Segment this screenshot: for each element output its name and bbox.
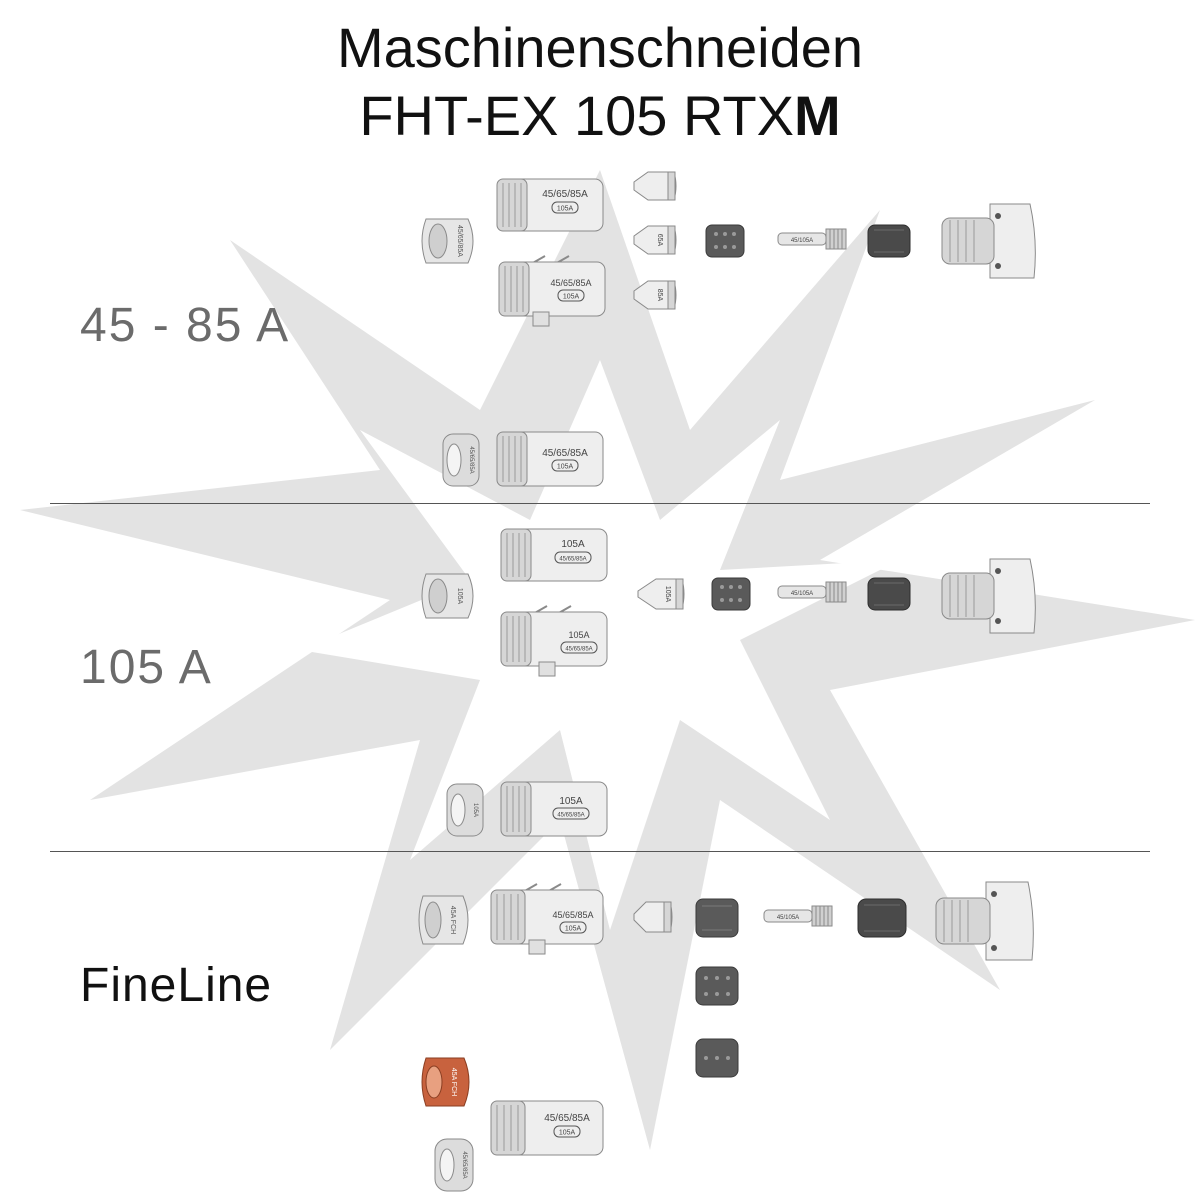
retaining-cap-with-clip-part: 105A 45/65/85A [500,605,608,677]
shield-mark: 105A [456,588,463,605]
shield-mark: 45/65/85A [456,225,463,257]
nozzle-part: 85A [633,280,677,310]
nozzle-mark: 105A [664,586,671,603]
electrode-part: 45/105A [763,905,833,927]
amp-badge-text: 105A [565,926,582,933]
shield-mark: 105A [472,803,478,817]
copper-shield-part: 45A FCH [421,1057,470,1107]
retaining-cap-part: 105A 45/65/85A [500,781,608,837]
amp-badge-text: 45/65/85A [557,813,584,819]
shield-mark: 45A FCH [450,1068,457,1096]
title-line-2: FHT-EX 105 RTXM [0,86,1200,146]
amp-rating-text: 45/65/85A [542,448,588,459]
title-line-1: Maschinenschneiden [336,16,864,79]
nozzle-mark: 85A [656,289,663,302]
shield-mark: 45A FCH [449,906,456,934]
section-label-fineline: FineLine [80,959,273,1012]
electrode-part: 45/105A [777,581,847,603]
section-label-105a: 105 A [80,641,213,694]
torch-head-part [935,881,1034,961]
title-model: FHT-EX 105 RTX [359,84,794,147]
section-divider [50,503,1150,504]
section-label-45-85a: 45 - 85 A [80,299,291,352]
swirl-ring-part [695,898,739,938]
retaining-cap-with-clip-part: 45/65/85A 105A [498,255,606,327]
amp-rating-text: 45/65/85A [550,278,591,288]
retaining-cap-part: 45/65/85A 105A [490,1100,604,1156]
electrode-mark: 45/105A [791,591,813,597]
shield-mark: 45/65/85A [461,1151,467,1178]
torch-head-part [941,558,1036,634]
amp-rating-text: 105A [568,630,589,640]
shield-mark: 45/65/85A [468,446,474,473]
insulator-part [867,577,911,611]
nozzle-part: 65A [633,225,677,255]
amp-badge-text: 105A [557,206,574,213]
insulator-part [867,224,911,258]
swirl-ring-part [711,577,751,611]
electrode-mark: 45/105A [777,915,799,921]
amp-rating-text: 105A [559,796,583,807]
swirl-ring-part [695,966,739,1006]
amp-rating-text: 105A [561,539,585,550]
insulator-part [857,898,907,938]
shield-cap-part: 45/65/85A [442,433,480,487]
amp-badge-text: 105A [559,1130,576,1137]
amp-badge-text: 105A [557,464,574,471]
nozzle-part [633,901,673,933]
electrode-mark: 45/105A [791,238,813,244]
swirl-ring-part [695,1038,739,1078]
amp-rating-text: 45/65/85A [542,189,588,200]
shield-cap-part: 105A [421,573,474,619]
shield-cap-part: 45A FCH [418,895,469,945]
retaining-cap-part: 45/65/85A 105A [496,178,604,232]
retaining-cap-part: 105A 45/65/85A [500,528,608,582]
amp-badge-text: 105A [563,294,580,301]
shield-cap-part: 105A [446,783,484,837]
nozzle-mark: 65A [656,234,663,247]
torch-head-part [941,203,1036,279]
amp-rating-text: 45/65/85A [544,1113,590,1124]
retaining-cap-with-clip-part: 45/65/85A 105A [490,883,604,955]
amp-badge-text: 45/65/85A [565,647,592,653]
electrode-part: 45/105A [777,228,847,250]
retaining-cap-part: 45/65/85A 105A [496,431,604,487]
nozzle-part [633,171,677,201]
nozzle-part: 105A [637,578,685,610]
swirl-ring-part [705,224,745,258]
section-divider [50,851,1150,852]
amp-badge-text: 45/65/85A [559,557,586,563]
amp-rating-text: 45/65/85A [552,910,593,920]
title-model-suffix: M [794,84,841,147]
shield-cap-part: 45/65/85A [434,1138,474,1192]
shield-cap-part: 45/65/85A [421,218,474,264]
